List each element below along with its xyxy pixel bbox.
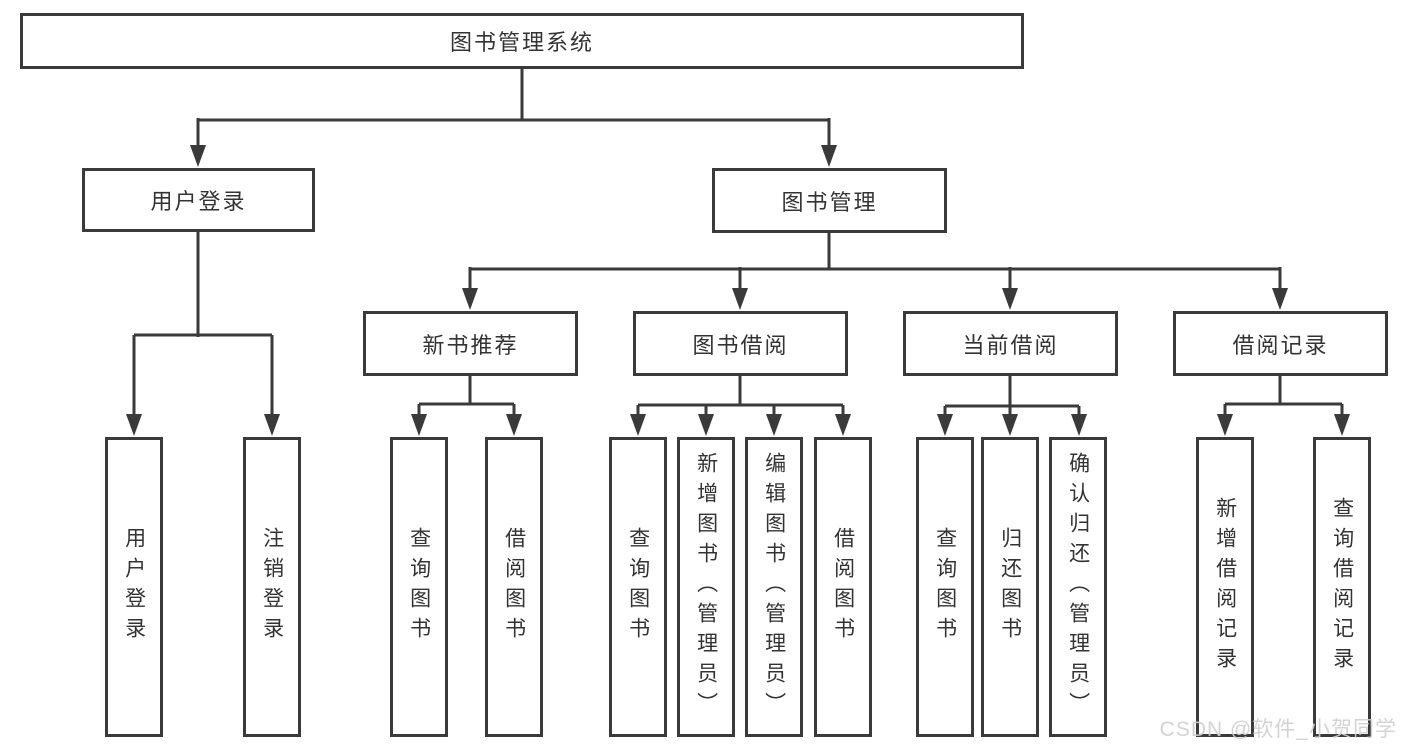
node-label: 图书管理系统	[449, 30, 594, 55]
leaf-query-books-current: 查询图书	[916, 437, 974, 737]
node-label: 借阅图书	[831, 527, 855, 647]
node-label: 新增图书（管理员）	[694, 452, 718, 722]
node-label: 图书管理	[781, 189, 878, 215]
node-label: 借阅图书	[502, 527, 526, 647]
leaf-edit-book-admin: 编辑图书（管理员）	[745, 437, 803, 737]
node-label: 新书推荐	[422, 332, 519, 358]
node-book-borrowing: 图书借阅	[633, 311, 848, 376]
node-current-borrowing: 当前借阅	[903, 311, 1118, 376]
node-label: 查询图书	[933, 527, 957, 647]
leaf-query-borrow-record: 查询借阅记录	[1313, 437, 1371, 737]
node-label: 查询借阅记录	[1330, 497, 1354, 677]
node-book-management: 图书管理	[712, 168, 947, 233]
node-library-management-system: 图书管理系统	[20, 13, 1024, 69]
leaf-add-book-admin: 新增图书（管理员）	[677, 437, 735, 737]
node-user-login: 用户登录	[82, 168, 315, 232]
node-label: 当前借阅	[962, 332, 1059, 358]
node-label: 图书借阅	[692, 332, 789, 358]
leaf-return-books: 归还图书	[981, 437, 1039, 737]
node-borrowing-records: 借阅记录	[1173, 311, 1388, 376]
csdn-watermark: CSDN @软件_小贺同学	[1159, 718, 1397, 741]
leaf-logout: 注销登录	[243, 437, 301, 737]
node-label: 用户登录	[122, 527, 146, 647]
node-label: 编辑图书（管理员）	[762, 452, 786, 722]
leaf-query-books-recommendation: 查询图书	[390, 437, 448, 737]
node-label: 用户登录	[150, 189, 247, 214]
node-label: 归还图书	[998, 527, 1022, 647]
leaf-confirm-return-admin: 确认归还（管理员）	[1049, 437, 1107, 737]
node-label: 注销登录	[260, 527, 284, 647]
leaf-add-borrow-record: 新增借阅记录	[1196, 437, 1254, 737]
node-label: 查询图书	[626, 527, 650, 647]
node-label: 新增借阅记录	[1213, 497, 1237, 677]
leaf-query-books-borrowing: 查询图书	[609, 437, 667, 737]
leaf-borrow-books-borrowing: 借阅图书	[814, 437, 872, 737]
node-new-book-recommendation: 新书推荐	[363, 311, 578, 376]
node-label: 查询图书	[407, 527, 431, 647]
node-label: 确认归还（管理员）	[1066, 452, 1090, 722]
leaf-user-login: 用户登录	[105, 437, 163, 737]
leaf-borrow-books-recommendation: 借阅图书	[485, 437, 543, 737]
node-label: 借阅记录	[1232, 332, 1329, 358]
